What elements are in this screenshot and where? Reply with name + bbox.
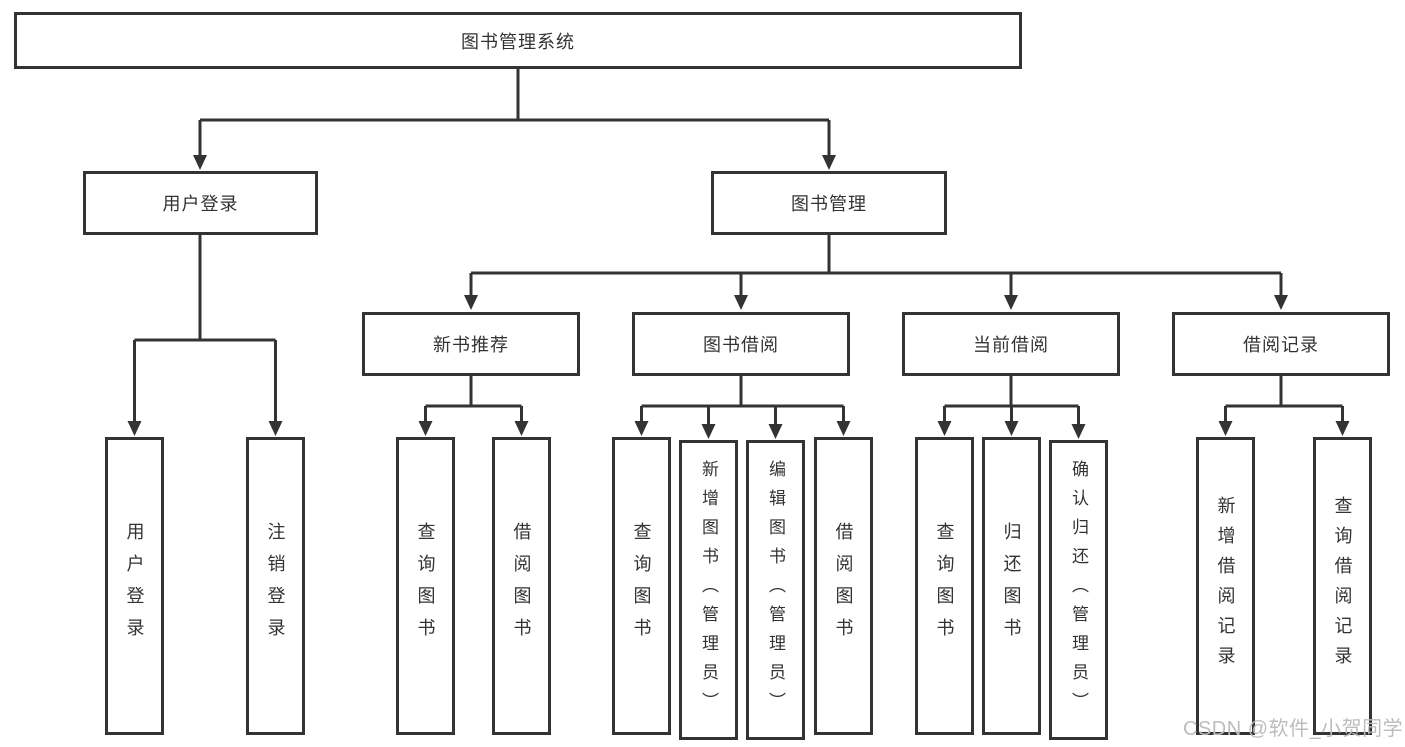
arrow-down-icon (734, 295, 748, 310)
leaf-query-books-recommend: 查询图书 (396, 437, 455, 735)
leaf-add-borrow-record: 新增借阅记录 (1196, 437, 1255, 735)
arrow-down-icon (1274, 295, 1288, 310)
node-label: 借阅图书 (833, 522, 854, 650)
arrow-down-icon (1335, 421, 1350, 436)
node-label: 归还图书 (1001, 522, 1022, 650)
arrow-down-icon (1071, 424, 1086, 439)
arrow-down-icon (701, 424, 716, 439)
arrow-down-icon (822, 155, 836, 170)
leaf-logout: 注销登录 (246, 437, 305, 735)
leaf-confirm-return-admin: 确认归还（管理员） (1049, 440, 1108, 740)
node-label: 新书推荐 (433, 335, 509, 355)
connector-root-to-level2 (198, 69, 831, 156)
connector-borrow-record-to-leaves (1224, 376, 1344, 421)
leaf-query-books-current: 查询图书 (915, 437, 974, 735)
node-label: 图书管理 (791, 194, 867, 214)
arrow-down-icon (937, 421, 952, 436)
node-current-borrowing: 当前借阅 (902, 312, 1120, 376)
node-label: 注销登录 (265, 522, 286, 650)
leaf-user-login: 用户登录 (105, 437, 164, 735)
node-book-management: 图书管理 (711, 171, 947, 235)
connector-user-login-to-leaves (133, 235, 277, 422)
node-label: 借阅记录 (1243, 335, 1319, 355)
node-label: 当前借阅 (973, 335, 1049, 355)
leaf-query-borrow-record: 查询借阅记录 (1313, 437, 1372, 735)
node-label: 新增借阅记录 (1215, 496, 1236, 676)
arrow-down-icon (1218, 421, 1233, 436)
leaf-add-books-admin: 新增图书（管理员） (679, 440, 738, 740)
leaf-borrow-books-recommend: 借阅图书 (492, 437, 551, 735)
connector-book-mgmt-to-level3 (469, 235, 1283, 296)
arrow-down-icon (768, 424, 783, 439)
leaf-query-books-borrowing: 查询图书 (612, 437, 671, 735)
node-borrowing-records: 借阅记录 (1172, 312, 1390, 376)
arrow-down-icon (418, 421, 433, 436)
leaf-return-books: 归还图书 (982, 437, 1041, 735)
node-label: 借阅图书 (511, 522, 532, 650)
node-label: 查询图书 (631, 522, 652, 650)
arrow-down-icon (193, 155, 207, 170)
node-label: 新增图书（管理员） (699, 459, 718, 721)
node-book-borrowing: 图书借阅 (632, 312, 850, 376)
leaf-edit-books-admin: 编辑图书（管理员） (746, 440, 805, 740)
node-label: 查询借阅记录 (1332, 496, 1353, 676)
arrow-down-icon (1004, 295, 1018, 310)
node-label: 图书借阅 (703, 335, 779, 355)
arrow-down-icon (127, 421, 142, 436)
connector-new-book-rec-to-leaves (424, 376, 523, 421)
arrow-down-icon (1004, 421, 1019, 436)
node-label: 确认归还（管理员） (1069, 459, 1088, 721)
leaf-borrow-books: 借阅图书 (814, 437, 873, 735)
node-label: 用户登录 (162, 194, 239, 214)
node-label: 查询图书 (415, 522, 436, 650)
arrow-down-icon (634, 421, 649, 436)
node-label: 查询图书 (934, 522, 955, 650)
arrow-down-icon (464, 295, 478, 310)
arrow-down-icon (836, 421, 851, 436)
node-label: 用户登录 (124, 522, 145, 650)
arrow-down-icon (268, 421, 283, 436)
node-user-login: 用户登录 (83, 171, 318, 235)
csdn-watermark: CSDN @软件_小贺同学 (1183, 718, 1404, 740)
arrow-down-icon (514, 421, 529, 436)
connector-current-borrow-to-leaves (943, 376, 1080, 424)
node-label: 编辑图书（管理员） (766, 459, 785, 721)
node-new-book-recommend: 新书推荐 (362, 312, 580, 376)
node-library-management-system: 图书管理系统 (14, 12, 1022, 69)
connector-book-borrow-to-leaves (640, 376, 845, 424)
node-label: 图书管理系统 (461, 31, 575, 52)
